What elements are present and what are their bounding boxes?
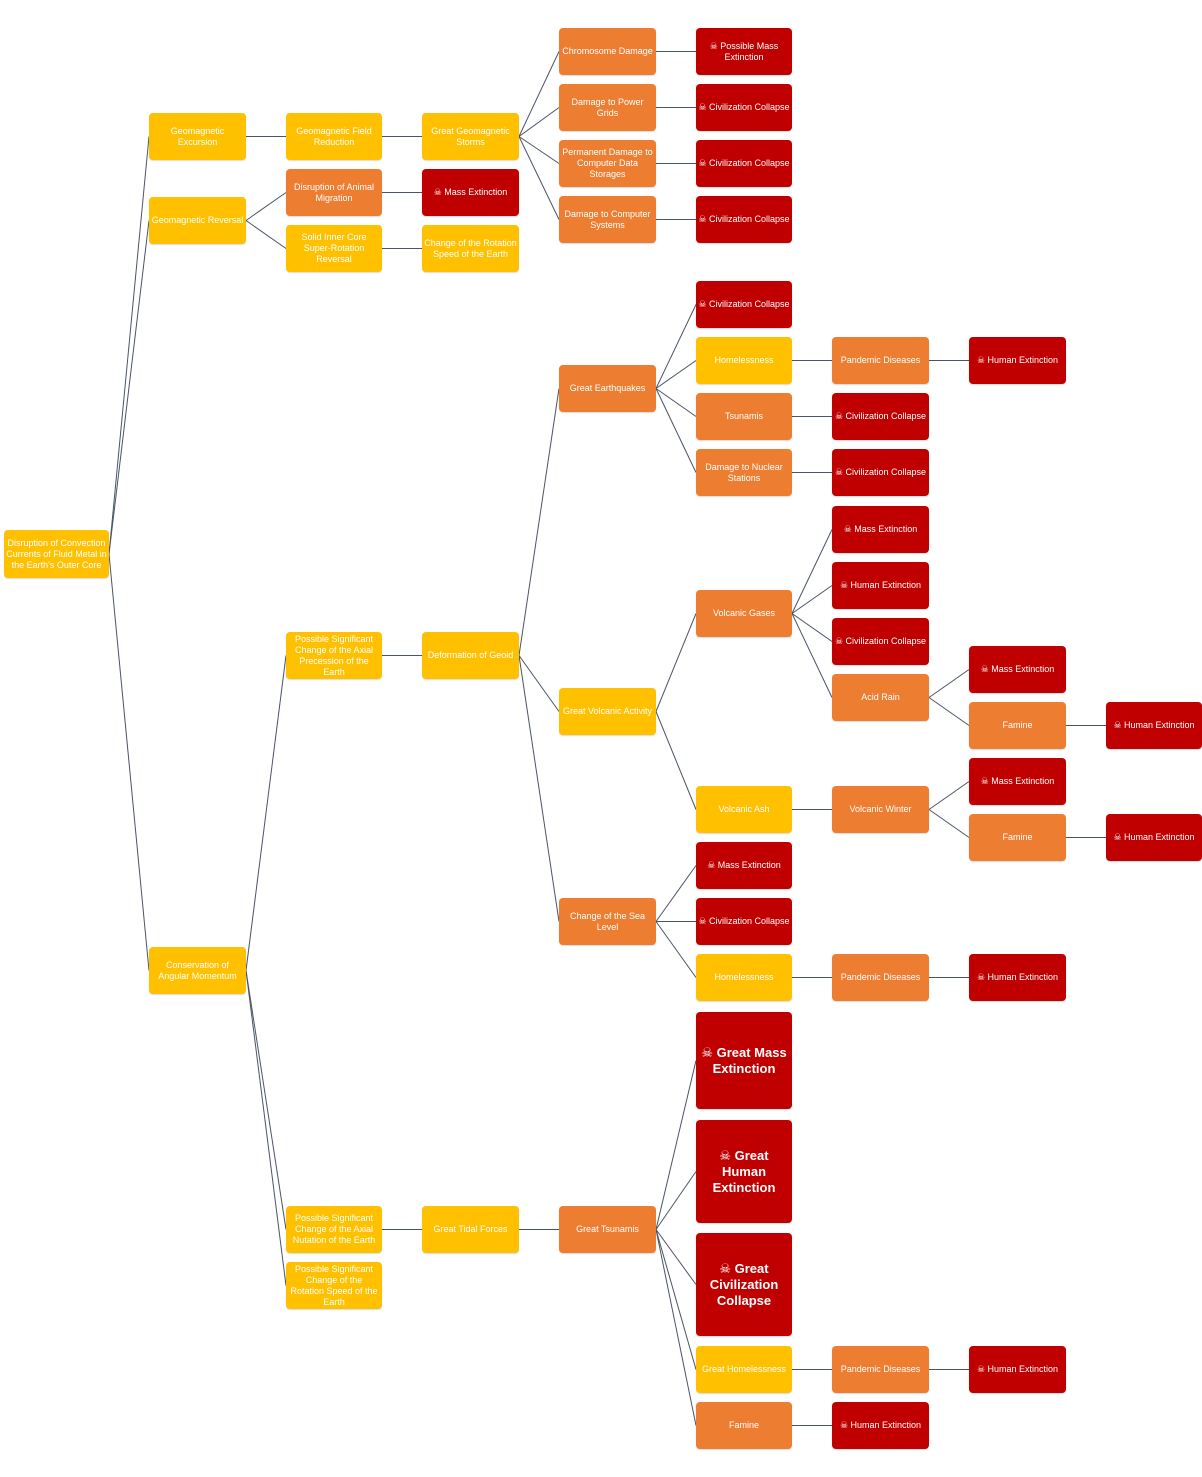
connector-deformation-geoid-to-great-earthquakes	[518, 388, 560, 656]
node-volcanic-winter[interactable]: Volcanic Winter	[832, 786, 929, 833]
connector-root-to-geomagnetic-reversal	[108, 220, 150, 555]
connector-volcanic-gases-to-gases-mass-extinction	[791, 529, 833, 614]
connector-great-geomagnetic-storms-to-chromosome-damage	[518, 51, 560, 137]
node-civ-collapse-power[interactable]: ☠ Civilization Collapse	[696, 84, 792, 131]
node-mass-extinction-migration[interactable]: ☠ Mass Extinction	[422, 169, 519, 216]
node-deformation-geoid[interactable]: Deformation of Geoid	[422, 632, 519, 679]
node-disruption-animal-migration[interactable]: Disruption of Animal Migration	[286, 169, 382, 216]
connector-volcanic-gases-to-gases-human-extinction	[791, 585, 833, 614]
connector-great-tsunamis-to-great-human-extinction	[655, 1171, 697, 1230]
node-winter-famine[interactable]: Famine	[969, 814, 1066, 861]
node-permanent-damage-storage[interactable]: Permanent Damage to Computer Data Storag…	[559, 140, 656, 187]
node-great-tsunamis[interactable]: Great Tsunamis	[559, 1206, 656, 1253]
node-great-geomagnetic-storms[interactable]: Great Geomagnetic Storms	[422, 113, 519, 160]
node-great-tidal-forces[interactable]: Great Tidal Forces	[422, 1206, 519, 1253]
connector-change-sea-level-to-sea-homelessness	[655, 921, 697, 978]
node-geomagnetic-excursion[interactable]: Geomagnetic Excursion	[149, 113, 246, 160]
node-acid-famine-human-extinction[interactable]: ☠ Human Extinction	[1106, 702, 1202, 749]
node-volcanic-ash[interactable]: Volcanic Ash	[696, 786, 792, 833]
node-damage-power-grids[interactable]: Damage to Power Grids	[559, 84, 656, 131]
node-gt-famine-human-extinction[interactable]: ☠ Human Extinction	[832, 1402, 929, 1449]
node-axial-precession[interactable]: Possible Significant Change of the Axial…	[286, 632, 382, 679]
connector-great-tsunamis-to-great-mass-extinction	[655, 1060, 697, 1230]
connector-great-tsunamis-to-gt-famine	[655, 1229, 697, 1426]
node-conservation-angular-momentum[interactable]: Conservation of Angular Momentum	[149, 947, 246, 994]
node-sea-pandemic[interactable]: Pandemic Diseases	[832, 954, 929, 1001]
connector-great-earthquakes-to-eq-homelessness	[655, 360, 697, 389]
connector-root-to-conservation-angular-momentum	[108, 553, 150, 971]
node-chromosome-damage[interactable]: Chromosome Damage	[559, 28, 656, 75]
node-sea-civ-collapse[interactable]: ☠ Civilization Collapse	[696, 898, 792, 945]
connector-volcanic-winter-to-winter-famine	[928, 809, 970, 838]
node-eq-homelessness[interactable]: Homelessness	[696, 337, 792, 384]
node-nuclear-civ-collapse[interactable]: ☠ Civilization Collapse	[832, 449, 929, 496]
connector-deformation-geoid-to-change-sea-level	[518, 655, 560, 922]
connector-root-to-geomagnetic-excursion	[108, 136, 150, 555]
node-gases-civ-collapse[interactable]: ☠ Civilization Collapse	[832, 618, 929, 665]
node-gt-pandemic[interactable]: Pandemic Diseases	[832, 1346, 929, 1393]
connector-acid-rain-to-acid-famine	[928, 697, 970, 726]
node-great-homelessness[interactable]: Great Homelessness	[696, 1346, 792, 1393]
connector-conservation-angular-momentum-to-axial-nutation	[245, 970, 287, 1230]
node-eq-human-extinction[interactable]: ☠ Human Extinction	[969, 337, 1066, 384]
connector-great-volcanic-activity-to-volcanic-ash	[655, 711, 697, 810]
connector-deformation-geoid-to-great-volcanic-activity	[518, 655, 560, 712]
node-sea-homelessness[interactable]: Homelessness	[696, 954, 792, 1001]
connector-great-earthquakes-to-eq-civ-collapse	[655, 304, 697, 389]
connector-conservation-angular-momentum-to-axial-precession	[245, 655, 287, 971]
node-geomagnetic-field-reduction[interactable]: Geomagnetic Field Reduction	[286, 113, 382, 160]
node-solid-inner-core[interactable]: Solid Inner Core Super-Rotation Reversal	[286, 225, 382, 272]
node-eq-pandemic[interactable]: Pandemic Diseases	[832, 337, 929, 384]
node-geomagnetic-reversal[interactable]: Geomagnetic Reversal	[149, 197, 246, 244]
node-sea-human-extinction[interactable]: ☠ Human Extinction	[969, 954, 1066, 1001]
node-great-volcanic-activity[interactable]: Great Volcanic Activity	[559, 688, 656, 735]
node-axial-nutation[interactable]: Possible Significant Change of the Axial…	[286, 1206, 382, 1253]
node-winter-mass-extinction[interactable]: ☠ Mass Extinction	[969, 758, 1066, 805]
connector-acid-rain-to-acid-mass-extinction	[928, 669, 970, 698]
node-winter-famine-human-extinction[interactable]: ☠ Human Extinction	[1106, 814, 1202, 861]
connector-volcanic-gases-to-acid-rain	[791, 613, 833, 698]
node-gt-famine[interactable]: Famine	[696, 1402, 792, 1449]
node-change-sea-level[interactable]: Change of the Sea Level	[559, 898, 656, 945]
node-volcanic-gases[interactable]: Volcanic Gases	[696, 590, 792, 637]
connector-change-sea-level-to-sea-mass-extinction	[655, 865, 697, 922]
node-civ-collapse-storage[interactable]: ☠ Civilization Collapse	[696, 140, 792, 187]
node-eq-damage-nuclear[interactable]: Damage to Nuclear Stations	[696, 449, 792, 496]
node-great-mass-extinction[interactable]: ☠ Great Mass Extinction	[696, 1012, 792, 1109]
connector-volcanic-gases-to-gases-civ-collapse	[791, 613, 833, 642]
node-great-earthquakes[interactable]: Great Earthquakes	[559, 365, 656, 412]
node-root[interactable]: Disruption of Convection Currents of Flu…	[4, 530, 109, 578]
connector-great-volcanic-activity-to-volcanic-gases	[655, 613, 697, 712]
node-change-rotation-speed[interactable]: Change of the Rotation Speed of the Eart…	[422, 225, 519, 272]
node-eq-civ-collapse[interactable]: ☠ Civilization Collapse	[696, 281, 792, 328]
node-civ-collapse-computers[interactable]: ☠ Civilization Collapse	[696, 196, 792, 243]
node-gt-pandemic-human-extinction[interactable]: ☠ Human Extinction	[969, 1346, 1066, 1393]
connector-geomagnetic-reversal-to-solid-inner-core	[245, 220, 287, 249]
node-possible-mass-extinction[interactable]: ☠ Possible Mass Extinction	[696, 28, 792, 75]
node-great-civ-collapse[interactable]: ☠ Great Civilization Collapse	[696, 1233, 792, 1336]
node-gases-mass-extinction[interactable]: ☠ Mass Extinction	[832, 506, 929, 553]
connector-conservation-angular-momentum-to-rotation-speed-change	[245, 970, 287, 1286]
connector-great-earthquakes-to-eq-tsunamis	[655, 388, 697, 417]
node-tsunamis-civ-collapse[interactable]: ☠ Civilization Collapse	[832, 393, 929, 440]
node-sea-mass-extinction[interactable]: ☠ Mass Extinction	[696, 842, 792, 889]
connector-great-tsunamis-to-great-civ-collapse	[655, 1229, 697, 1285]
node-eq-tsunamis[interactable]: Tsunamis	[696, 393, 792, 440]
node-rotation-speed-change[interactable]: Possible Significant Change of the Rotat…	[286, 1262, 382, 1309]
node-acid-rain[interactable]: Acid Rain	[832, 674, 929, 721]
node-great-human-extinction[interactable]: ☠ Great Human Extinction	[696, 1120, 792, 1223]
connector-great-tsunamis-to-great-homelessness	[655, 1229, 697, 1370]
connector-volcanic-winter-to-winter-mass-extinction	[928, 781, 970, 810]
node-gases-human-extinction[interactable]: ☠ Human Extinction	[832, 562, 929, 609]
connector-great-geomagnetic-storms-to-damage-power-grids	[518, 107, 560, 137]
node-acid-famine[interactable]: Famine	[969, 702, 1066, 749]
connector-great-geomagnetic-storms-to-permanent-damage-storage	[518, 136, 560, 164]
node-acid-mass-extinction[interactable]: ☠ Mass Extinction	[969, 646, 1066, 693]
node-damage-computer-systems[interactable]: Damage to Computer Systems	[559, 196, 656, 243]
connector-great-geomagnetic-storms-to-damage-computer-systems	[518, 136, 560, 220]
connector-geomagnetic-reversal-to-disruption-animal-migration	[245, 192, 287, 221]
connector-great-earthquakes-to-eq-damage-nuclear	[655, 388, 697, 473]
